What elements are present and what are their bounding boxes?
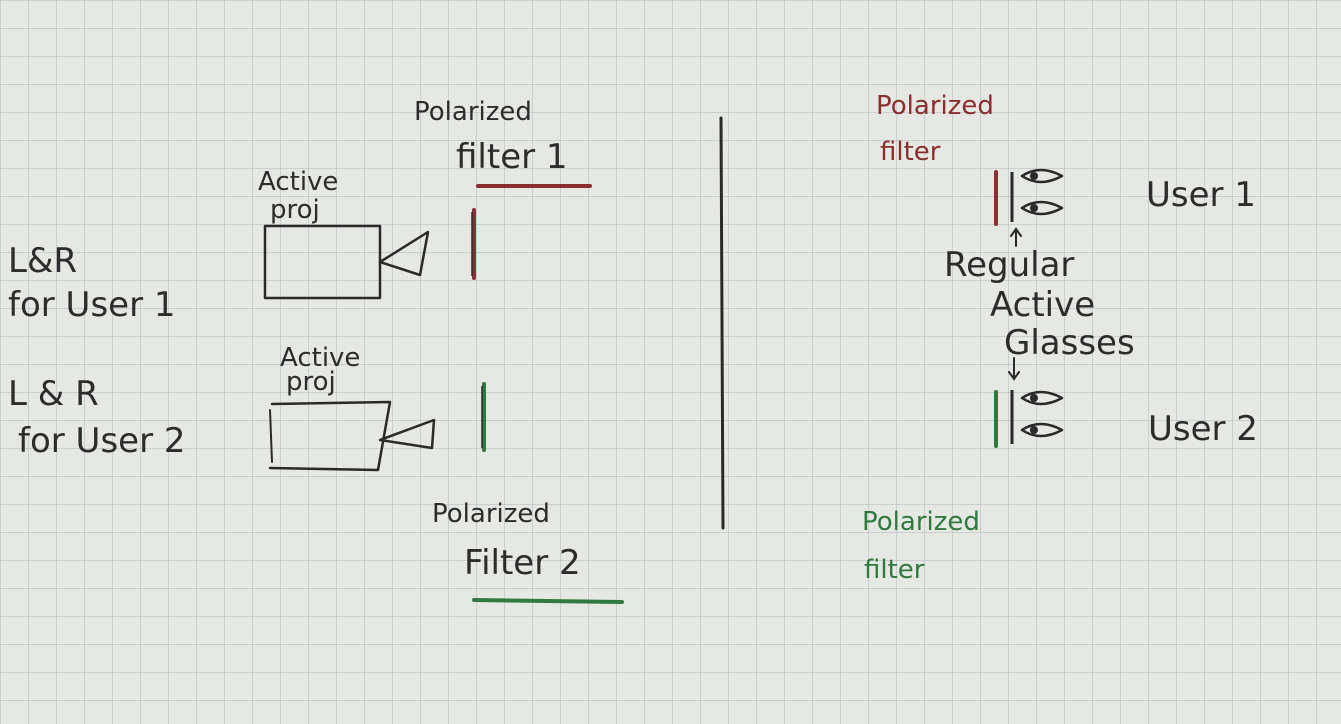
right-filter-green-name-label: filter xyxy=(864,555,925,585)
arrow-down-icon xyxy=(1008,371,1020,381)
glasses-active-label: Active xyxy=(990,285,1095,325)
user2-label: User 2 xyxy=(1148,409,1258,449)
glasses-regular-label: Regular xyxy=(944,245,1074,285)
right-filter-red-name-label: filter xyxy=(880,137,941,167)
right-filter-green-polarized-label: Polarized xyxy=(862,507,980,537)
user1-lr-label: L&R xyxy=(8,241,77,281)
projector2-icon xyxy=(268,400,436,472)
user1-eyes-icon xyxy=(1020,168,1064,216)
projector2-proj-label: proj xyxy=(286,367,336,397)
filter2-color-swatch xyxy=(472,598,624,604)
right-filter-red-polarized-label: Polarized xyxy=(876,91,994,121)
glasses-glasses-label: Glasses xyxy=(1004,323,1135,363)
filter1-polarized-label: Polarized xyxy=(414,97,532,127)
filter1-name-label: filter 1 xyxy=(456,137,568,177)
projector1-active-label: Active xyxy=(258,167,338,197)
arrow-up-icon xyxy=(1010,227,1022,237)
filter2-polarized-label: Polarized xyxy=(432,499,550,529)
projector1-icon xyxy=(263,224,430,300)
panel-divider xyxy=(719,116,725,530)
user2-for-label: for User 2 xyxy=(18,421,186,461)
filter2-name-label: Filter 2 xyxy=(464,543,581,583)
user1-for-label: for User 1 xyxy=(8,285,176,325)
user2-eyes-icon xyxy=(1020,390,1064,438)
user1-label: User 1 xyxy=(1146,175,1256,215)
user2-lr-label: L & R xyxy=(8,374,99,414)
projector2-active-label: Active xyxy=(280,343,360,373)
projector1-proj-label: proj xyxy=(270,195,320,225)
